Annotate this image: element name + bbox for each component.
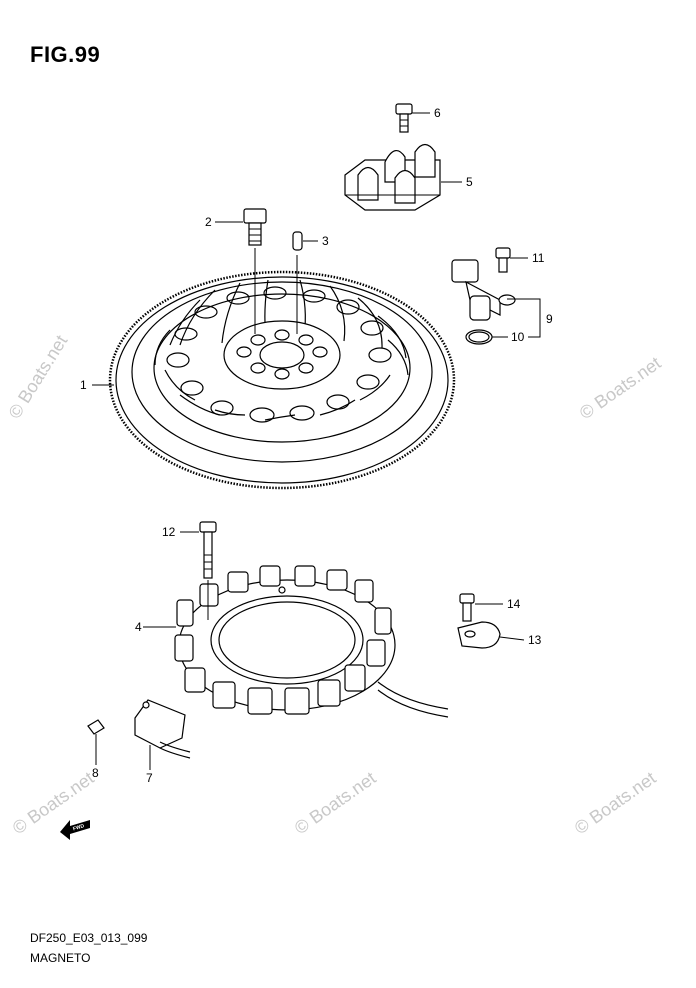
watermark: © Boats.net (4, 332, 71, 423)
diagram-code: DF250_E03_013_099 (30, 931, 148, 945)
fwd-label: FWD (72, 823, 85, 832)
bracket (344, 143, 441, 211)
callout-7: 7 (146, 771, 153, 785)
flywheel (108, 270, 456, 490)
callout-11: 11 (532, 251, 545, 265)
callout-lines (92, 112, 541, 770)
flywheel-bolt (243, 208, 267, 334)
clamp (457, 621, 501, 649)
pulser-coil (134, 699, 191, 759)
stator-bolt (199, 521, 217, 620)
callout-1: 1 (80, 378, 87, 392)
diagram-name: MAGNETO (30, 951, 91, 965)
figure-title: FIG.99 (30, 42, 101, 67)
bracket-bolt (395, 103, 413, 133)
clamp-bolt (459, 593, 475, 622)
sensor-assembly (451, 247, 516, 345)
fwd-arrow-icon: FWD (60, 820, 90, 840)
callout-10: 10 (511, 330, 525, 344)
callout-3: 3 (322, 234, 329, 248)
watermark: © Boats.net (576, 353, 665, 423)
callout-5: 5 (466, 175, 473, 189)
callout-12: 12 (162, 525, 176, 539)
callout-14: 14 (507, 597, 521, 611)
callout-8: 8 (92, 766, 99, 780)
watermark: © Boats.net (291, 768, 380, 838)
callout-9: 9 (546, 312, 553, 326)
callout-6: 6 (434, 106, 441, 120)
callout-13: 13 (528, 633, 542, 647)
callout-4: 4 (135, 620, 142, 634)
watermark: © Boats.net (571, 768, 660, 838)
callout-2: 2 (205, 215, 212, 229)
callout-numbers: 1 2 3 4 5 6 7 8 9 10 11 12 13 14 (80, 106, 553, 785)
dowel-pin (292, 231, 303, 334)
pulser-screw (87, 719, 105, 748)
stator (174, 565, 449, 718)
